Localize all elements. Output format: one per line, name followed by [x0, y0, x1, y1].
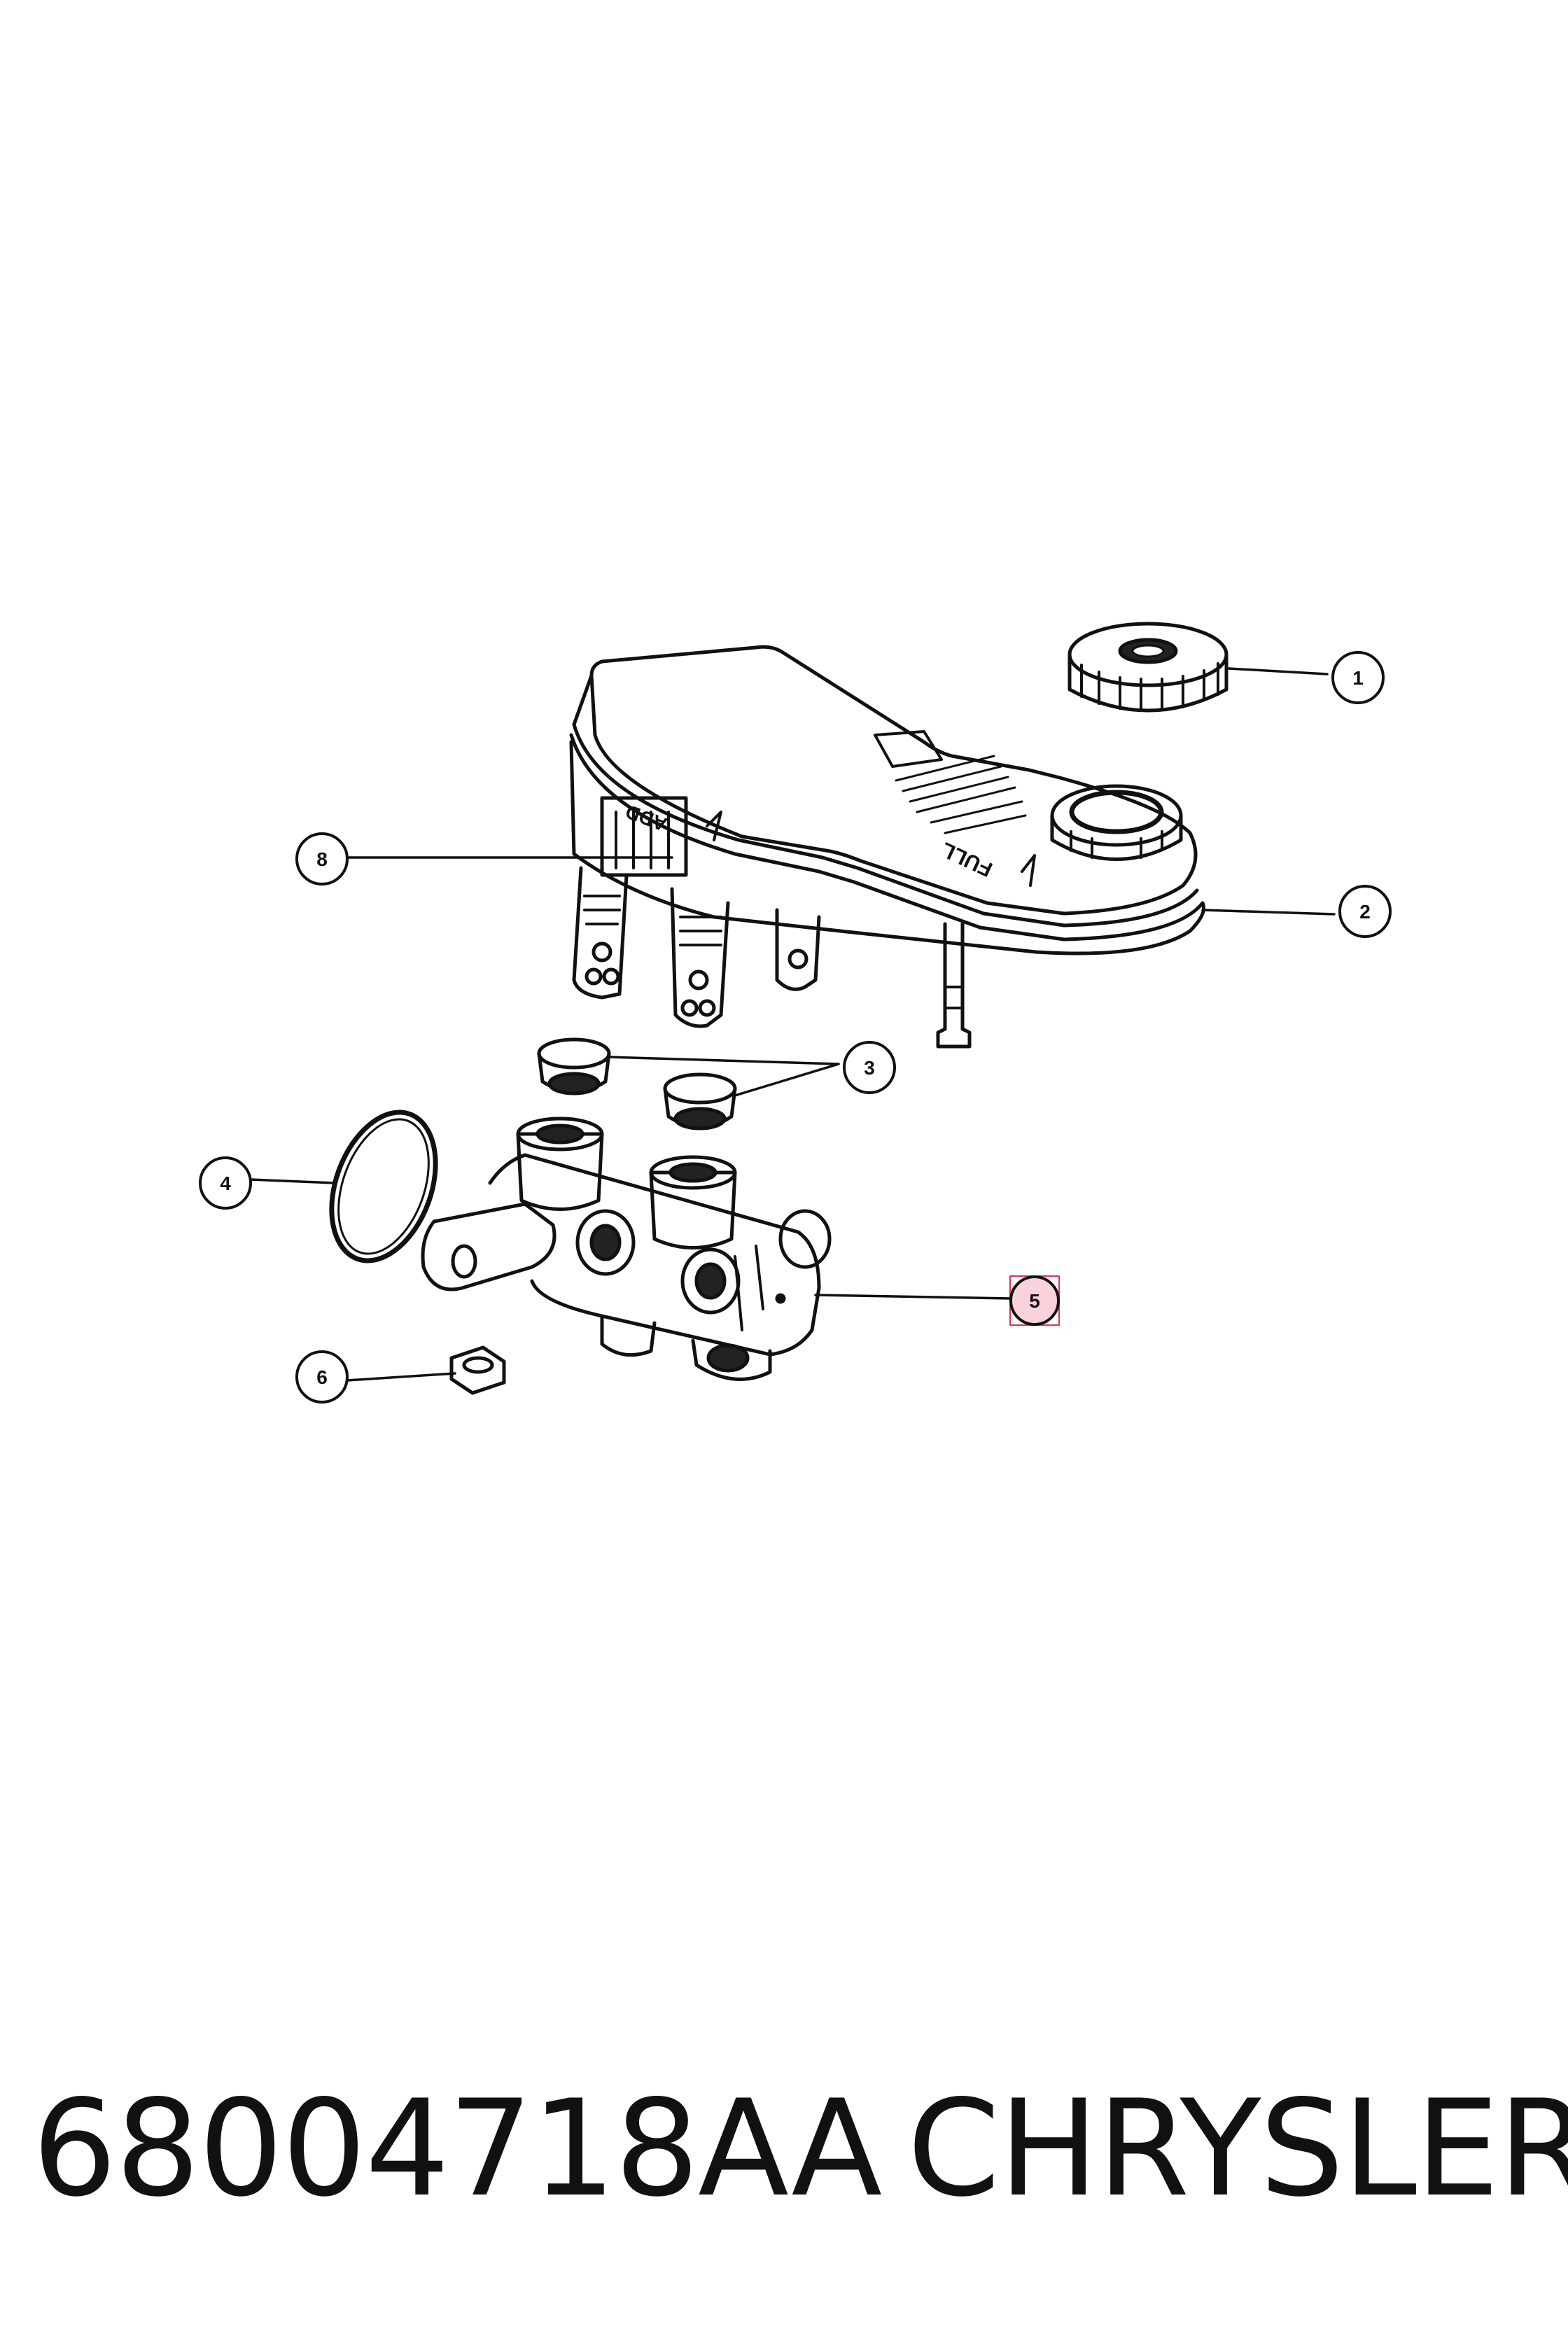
nut: [449, 1345, 506, 1395]
callout-6-label: 6: [316, 1366, 328, 1388]
leader-lines: [249, 667, 1336, 1382]
o-ring: [329, 1110, 438, 1264]
callout-3-label: 3: [864, 1057, 875, 1079]
callout-2-label: 2: [1359, 901, 1371, 923]
callout-2[interactable]: 2: [1338, 885, 1392, 938]
callout-4[interactable]: 4: [199, 1156, 252, 1210]
callout-5-label: 5: [1029, 1290, 1040, 1312]
footer: 68004718AA CHRYSLER: [0, 2072, 1568, 2226]
callout-8-label: 8: [316, 848, 328, 870]
fluid-reservoir: ADD FULL: [569, 645, 1205, 1049]
master-cylinder: [421, 1116, 832, 1381]
callout-8[interactable]: 8: [295, 832, 349, 886]
callout-4-label: 4: [220, 1172, 231, 1194]
callout-5[interactable]: 5: [1009, 1275, 1060, 1326]
part-number: 68004718AA: [32, 2071, 882, 2226]
brand-name: CHRYSLER: [907, 2071, 1568, 2226]
reservoir-cap: [1068, 622, 1228, 713]
callout-3[interactable]: 3: [843, 1041, 896, 1094]
add-marking: ADD: [622, 801, 670, 836]
full-marking: FULL: [938, 837, 996, 881]
grommets: [537, 1037, 737, 1130]
callout-6[interactable]: 6: [295, 1350, 349, 1404]
callout-1[interactable]: 1: [1331, 651, 1385, 704]
callout-1-label: 1: [1352, 667, 1364, 689]
